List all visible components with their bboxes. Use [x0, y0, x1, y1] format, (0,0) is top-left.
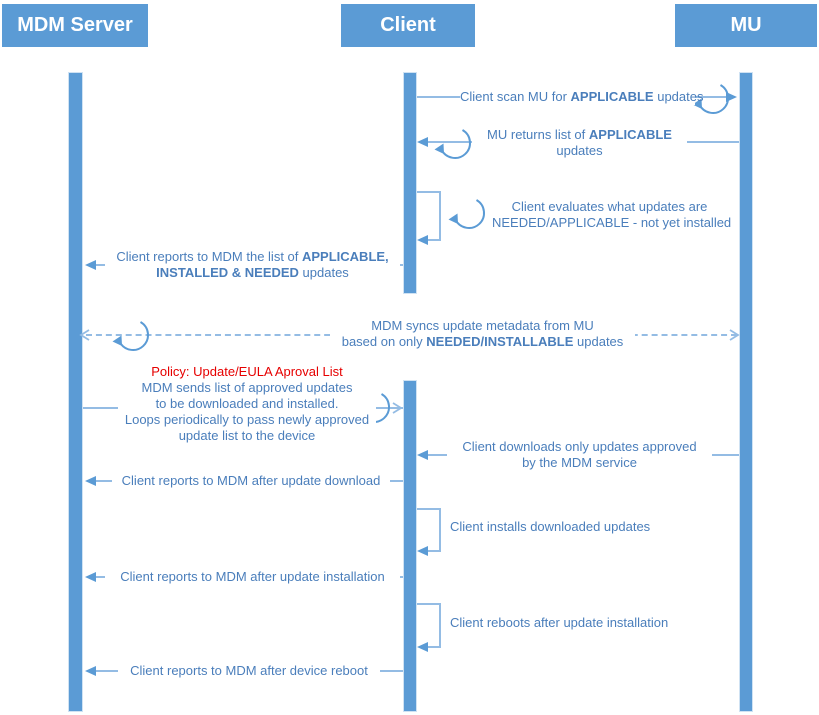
lifeline-mdm-server [68, 72, 83, 712]
self-reboots-top [417, 603, 441, 605]
arrowhead-downloads [417, 450, 428, 460]
self-installs-side [439, 508, 441, 552]
loop-arrow-icon [692, 84, 730, 114]
arrowhead-report-download [85, 476, 96, 486]
message-label-report-install: Client reports to MDM after update insta… [105, 569, 400, 585]
loop-arrow-icon [434, 129, 472, 159]
arrowhead-report-reboot [85, 666, 96, 676]
arrowhead-installs [417, 546, 428, 556]
arrowhead-reports-list [85, 260, 96, 270]
arrowhead-reboots [417, 642, 428, 652]
open-arrowhead-right [729, 329, 740, 341]
open-arrowhead-left [79, 329, 90, 341]
actor-header-mdm-server: MDM Server [2, 4, 148, 47]
lifeline-client-lower [403, 380, 417, 712]
open-arrowhead-right [392, 402, 403, 414]
policy-title: Policy: Update/EULA Aproval List [151, 364, 343, 379]
self-installs-top [417, 508, 441, 510]
message-label-scan: Client scan MU for APPLICABLE updates [460, 89, 704, 105]
self-reboots-side [439, 603, 441, 648]
arrowhead-report-install [85, 572, 96, 582]
message-label-installs: Client installs downloaded updates [450, 519, 651, 534]
lifeline-client-upper [403, 72, 417, 294]
self-installs-bottom [428, 550, 441, 552]
message-label-report-download: Client reports to MDM after update downl… [112, 473, 390, 489]
arrowhead-evaluates [417, 235, 428, 245]
self-evaluates-bottom [428, 239, 441, 241]
self-evaluates-top [417, 191, 441, 193]
message-label-report-reboot: Client reports to MDM after device reboo… [118, 663, 380, 679]
message-label-reports-list: Client reports to MDM the list of APPLIC… [105, 249, 400, 281]
lifeline-mu [739, 72, 753, 712]
loop-arrow-icon [112, 321, 150, 351]
self-evaluates-side [439, 191, 441, 241]
arrowhead-returns [417, 137, 428, 147]
actor-header-mu: MU [675, 4, 817, 47]
message-label-reboots: Client reboots after update installation [450, 615, 669, 630]
self-reboots-bottom [428, 646, 441, 648]
actor-header-client: Client [341, 4, 475, 47]
message-label-policy: Policy: Update/EULA Aproval List MDM sen… [118, 364, 376, 444]
arrowhead-scan [726, 92, 737, 102]
loop-arrow-icon [448, 199, 486, 229]
